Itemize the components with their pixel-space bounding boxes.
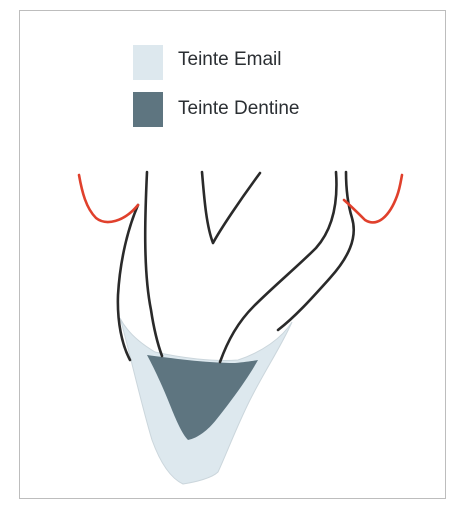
legend-swatch-email (133, 45, 163, 80)
legend-label-dentine: Teinte Dentine (178, 98, 299, 120)
legend-swatch-dentine (133, 92, 163, 127)
legend-label-email: Teinte Email (178, 49, 282, 71)
